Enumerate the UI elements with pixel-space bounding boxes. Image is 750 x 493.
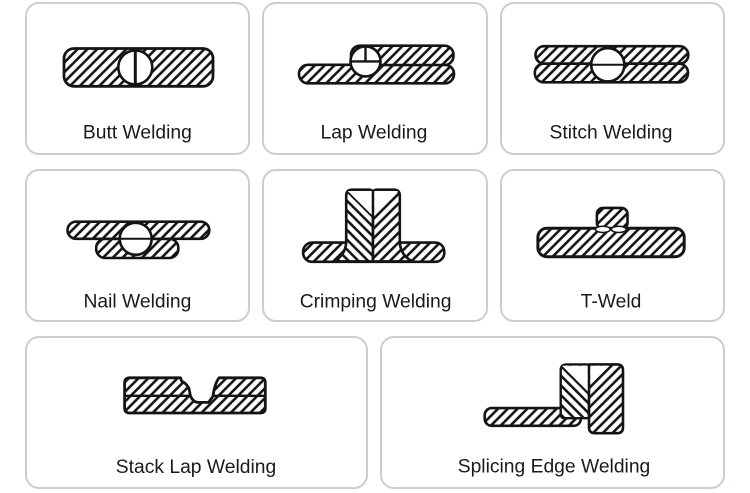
svg-text:Nail Welding: Nail Welding (83, 292, 191, 313)
svg-text:Crimping Welding: Crimping Welding (300, 292, 452, 313)
svg-text:Butt Welding: Butt Welding (83, 122, 192, 143)
svg-text:Lap Welding: Lap Welding (320, 122, 427, 143)
svg-text:Stitch Welding: Stitch Welding (550, 122, 673, 143)
svg-text:T-Weld: T-Weld (581, 292, 642, 313)
svg-text:Stack Lap Welding: Stack Lap Welding (116, 457, 276, 478)
svg-text:Splicing Edge Welding: Splicing Edge Welding (458, 457, 651, 478)
